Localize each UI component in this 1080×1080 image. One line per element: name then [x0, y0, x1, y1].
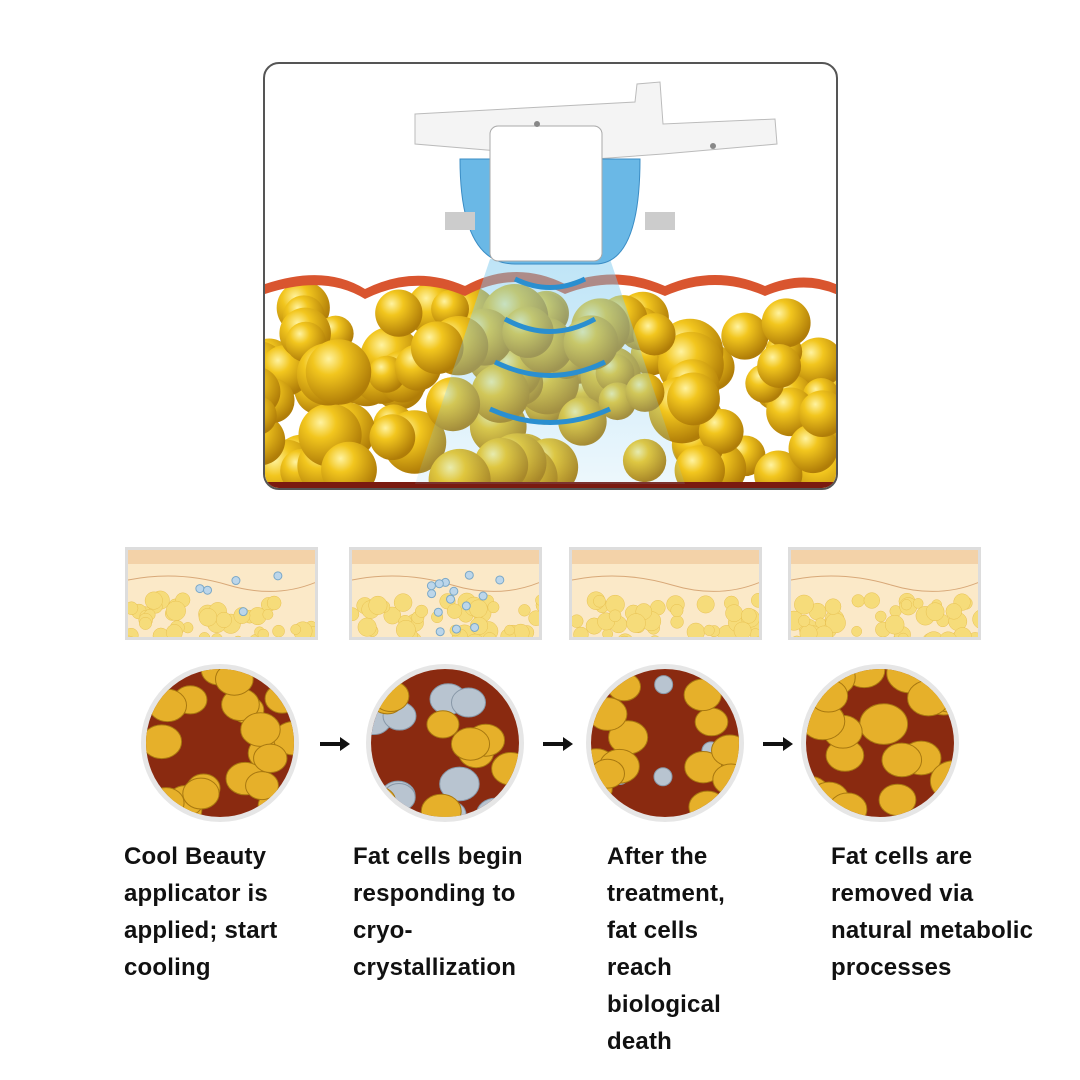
- fat-cell: [799, 390, 836, 437]
- caption-line: removed via: [831, 880, 974, 907]
- caption-line: cryo-: [353, 917, 413, 944]
- applicator-device: [414, 81, 778, 265]
- caption-line: death: [607, 1028, 673, 1055]
- cooling-beam: [415, 259, 685, 484]
- fat-cell: [633, 313, 676, 356]
- caption-line: applied; start: [124, 917, 278, 944]
- caption-line: crystallization: [353, 954, 517, 981]
- caption-line: cooling: [124, 954, 211, 981]
- fat-cells-stage-3: [586, 664, 744, 822]
- fat-cell: [305, 339, 372, 405]
- fat-cells-stage-4: [801, 664, 959, 822]
- fat-cell: [757, 344, 802, 388]
- fat-cell: [321, 441, 377, 488]
- caption-line: processes: [831, 954, 952, 981]
- fat-cell: [667, 372, 720, 426]
- fat-cell: [754, 450, 803, 488]
- fat-cell: [761, 298, 811, 348]
- caption-line: After the: [607, 843, 708, 870]
- fat-cell: [410, 321, 464, 375]
- skin-cross-section-4: [788, 547, 981, 640]
- fat-cell: [793, 337, 836, 388]
- caption-line: Cool Beauty: [124, 843, 267, 870]
- caption-line: fat cells: [607, 917, 699, 944]
- cooling-waves: [488, 276, 612, 425]
- applicator-illustration: [263, 62, 838, 490]
- skin-cross-section-3: [569, 547, 762, 640]
- caption-line: Fat cells begin: [353, 843, 523, 870]
- caption-line: Fat cells are: [831, 843, 973, 870]
- caption-line: responding to: [353, 880, 516, 907]
- fat-cell: [674, 445, 725, 488]
- caption-line: reach: [607, 954, 673, 981]
- step-1-caption: Cool Beauty applicator is applied; start…: [124, 838, 278, 986]
- fat-cell: [369, 414, 416, 461]
- caption-line: treatment,: [607, 880, 726, 907]
- skin-cross-section-2: [349, 547, 542, 640]
- caption-line: biological: [607, 991, 722, 1018]
- fat-cell: [721, 312, 769, 360]
- skin-cross-section-1: [125, 547, 318, 640]
- caption-line: applicator is: [124, 880, 268, 907]
- step-2-caption: Fat cells begin responding to cryo- crys…: [353, 838, 523, 986]
- fat-cells-stage-1: [141, 664, 299, 822]
- arrow-right-icon: [320, 737, 350, 751]
- fat-cell: [375, 289, 423, 337]
- fat-cell: [265, 397, 277, 434]
- fat-cells-stage-2: [366, 664, 524, 822]
- fat-cell: [698, 408, 744, 454]
- caption-line: natural metabolic: [831, 917, 1034, 944]
- step-3-caption: After the treatment, fat cells reach bio…: [607, 838, 725, 1060]
- arrow-right-icon: [763, 737, 793, 751]
- step-4-caption: Fat cells are removed via natural metabo…: [831, 838, 1033, 986]
- arrow-right-icon: [543, 737, 573, 751]
